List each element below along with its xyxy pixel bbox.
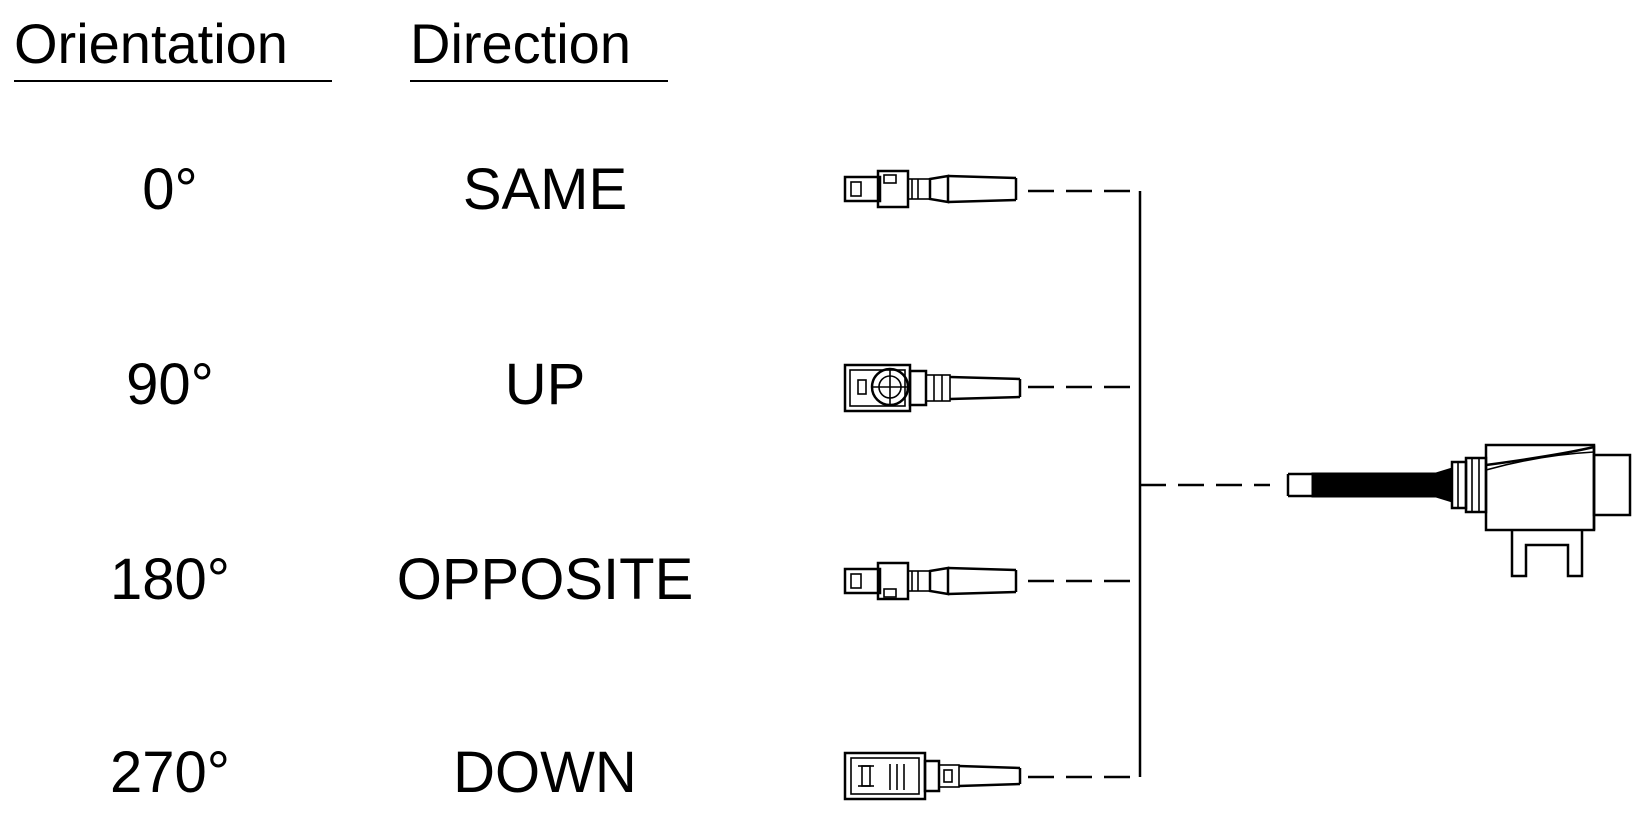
orientation-90: 90° <box>126 352 214 417</box>
orientation-0: 0° <box>142 157 198 222</box>
orientation-180: 180° <box>110 547 230 612</box>
connector-opposite-drawing <box>843 561 1018 601</box>
orientation-header: Orientation <box>14 8 332 82</box>
connector-up-drawing <box>843 363 1022 413</box>
orientation-270: 270° <box>110 740 230 805</box>
direction-header: Direction <box>410 8 668 82</box>
direction-opposite: OPPOSITE <box>396 547 694 612</box>
direction-up: UP <box>504 352 586 417</box>
connector-same-drawing <box>843 169 1018 209</box>
right-angle-connector-drawing <box>1286 443 1632 578</box>
dashed-leaders <box>1028 189 1270 779</box>
connector-down-drawing <box>843 751 1022 801</box>
direction-same: SAME <box>462 157 628 222</box>
direction-down: DOWN <box>453 740 637 805</box>
